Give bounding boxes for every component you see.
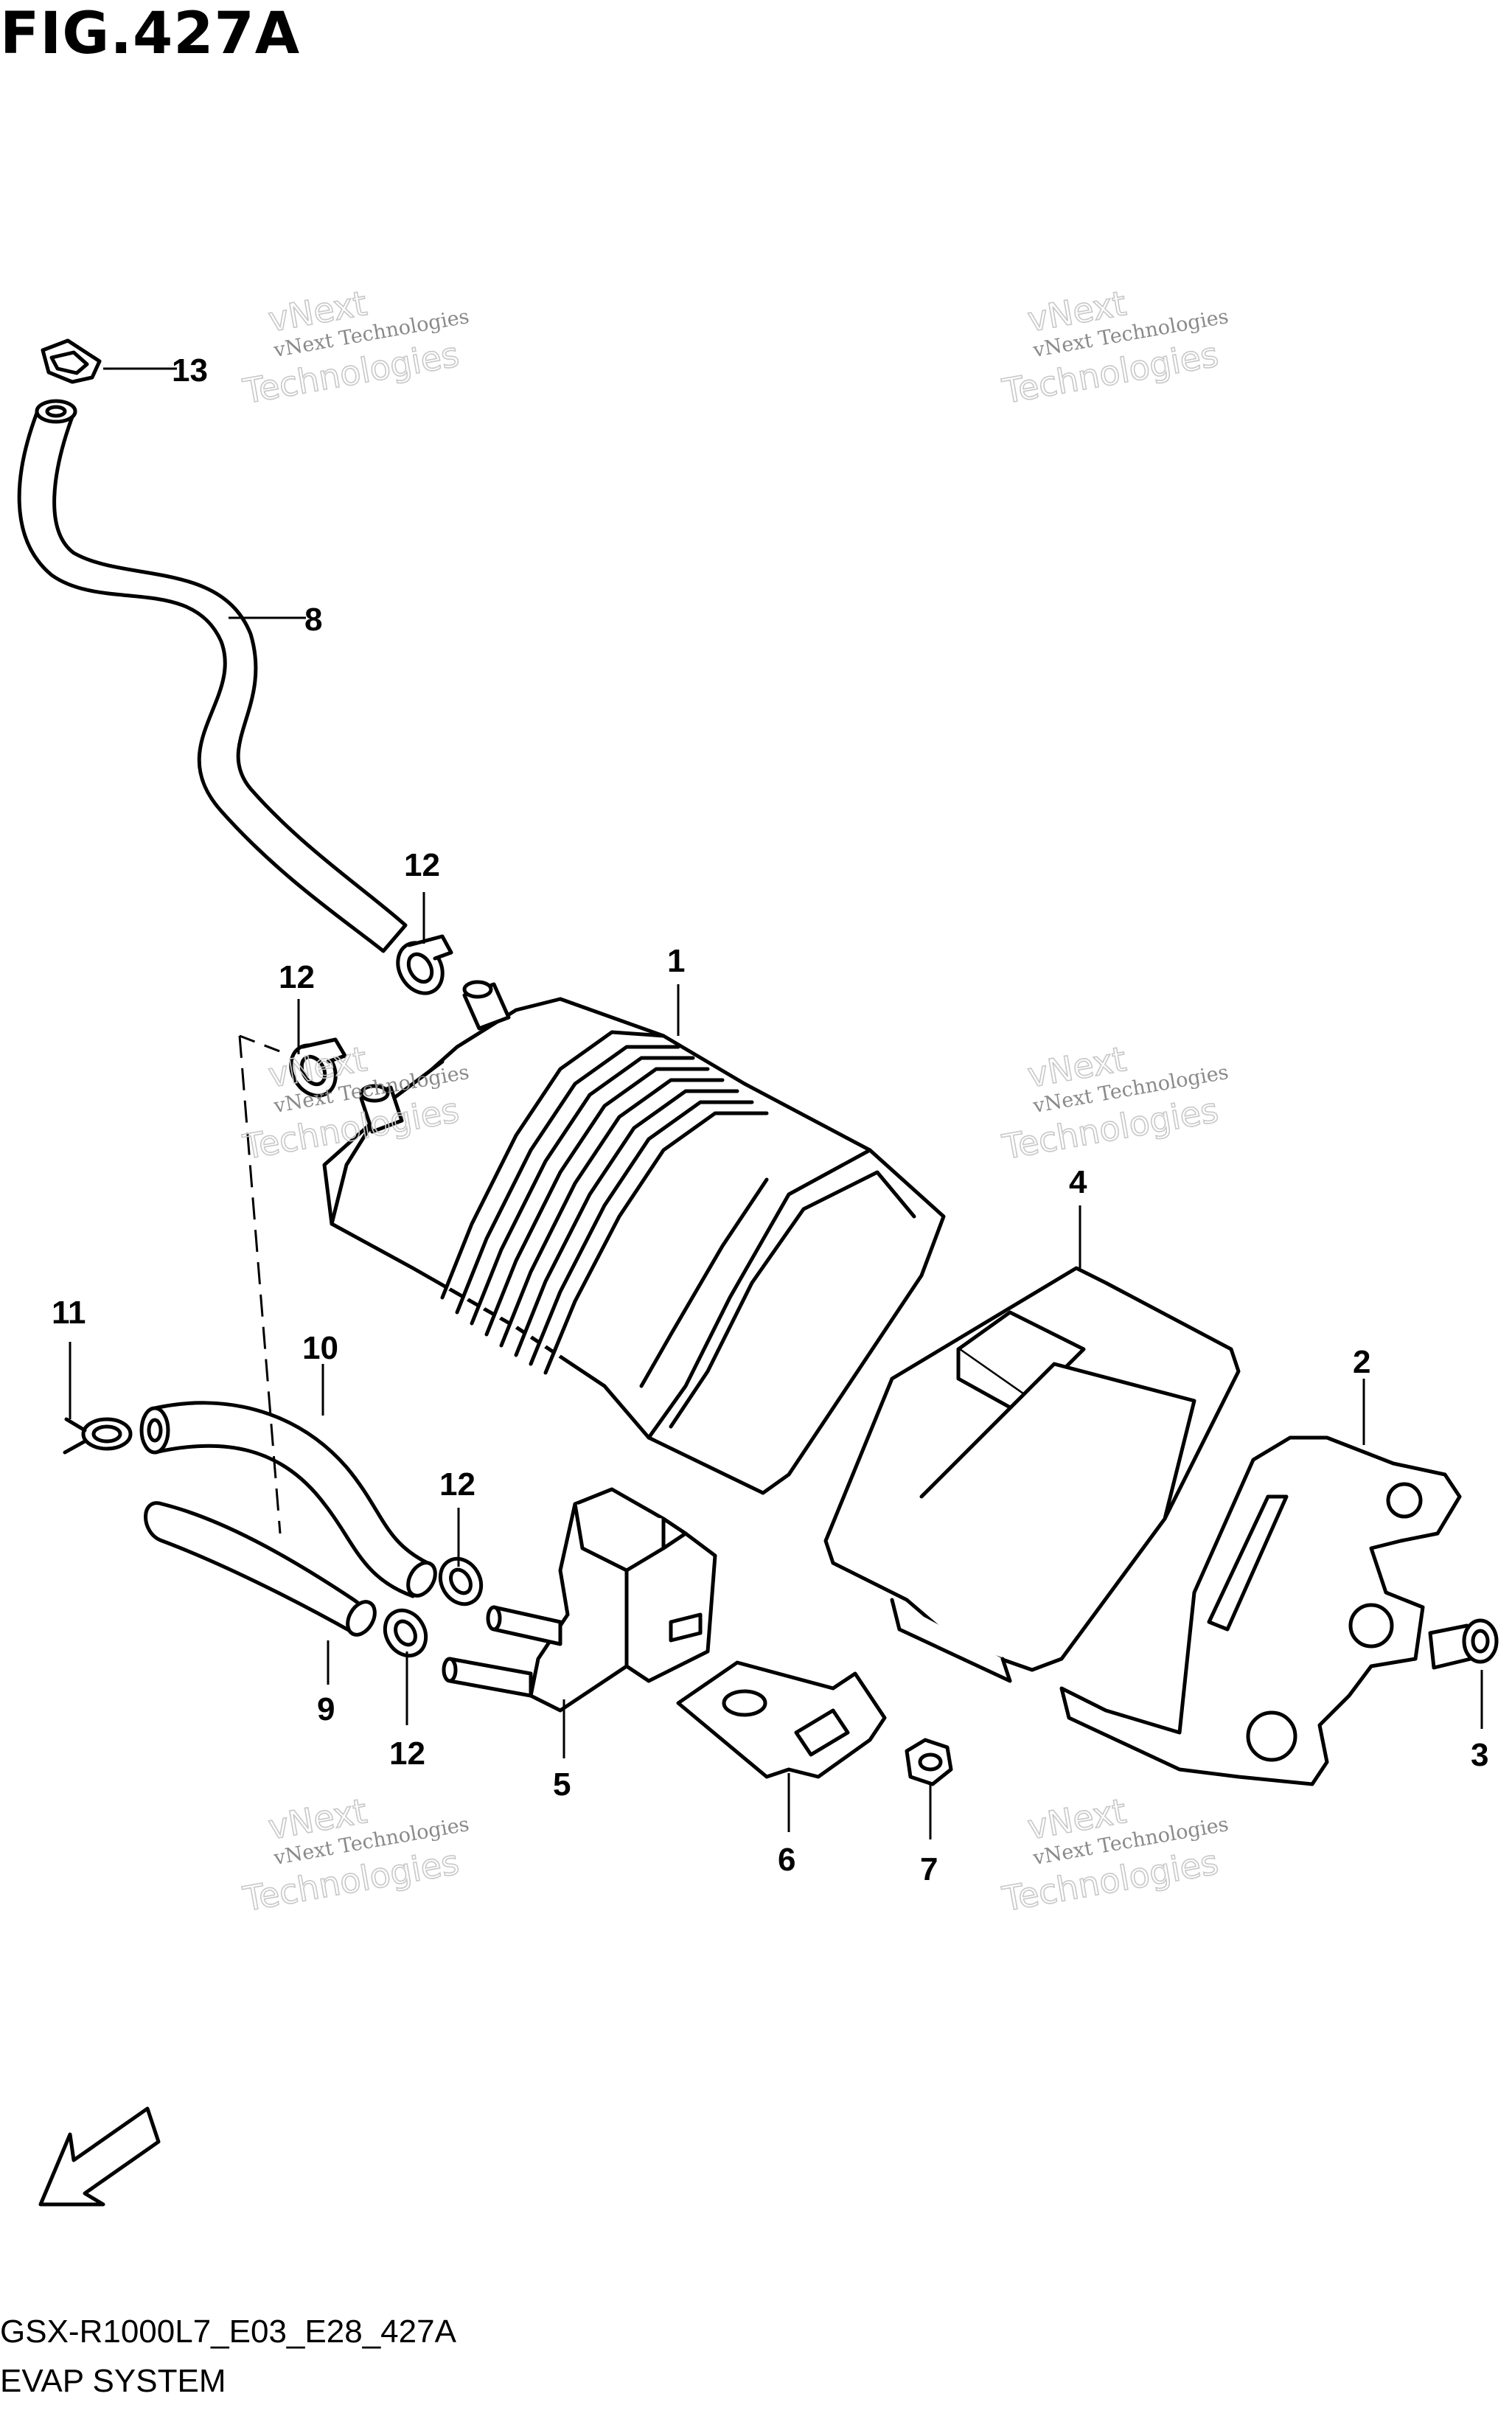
callout-8: 8 [304, 602, 322, 638]
bolt-3 [1428, 1618, 1499, 1670]
callout-10: 10 [302, 1330, 338, 1366]
bracket-6 [676, 1660, 887, 1779]
canister-1 [322, 980, 946, 1495]
callout-12-left: 12 [279, 959, 315, 995]
cover-4 [823, 1266, 1241, 1683]
clamp-12-lower [383, 1608, 428, 1658]
callout-4: 4 [1069, 1164, 1087, 1200]
callout-11: 11 [52, 1295, 86, 1331]
figure-title: FIG.427A [0, 1, 301, 67]
hose-9 [144, 1501, 377, 1637]
clamp-12-upper [396, 934, 453, 995]
clamp-12-left [289, 1037, 347, 1098]
callout-12-upper: 12 [404, 847, 440, 883]
hose-10 [139, 1401, 437, 1598]
clamp-12-mid [438, 1556, 484, 1606]
clamp-13 [41, 338, 102, 384]
callout-12-mid: 12 [439, 1466, 475, 1503]
callout-12-lower: 12 [389, 1736, 425, 1772]
figure-code: GSX-R1000L7_E03_E28_427A [0, 2314, 456, 2350]
nut-7 [905, 1738, 953, 1786]
hose-8 [17, 399, 408, 953]
clip-11 [63, 1417, 133, 1455]
figure-name: EVAP SYSTEM [0, 2363, 226, 2399]
callout-13: 13 [172, 352, 208, 389]
callout-1: 1 [667, 943, 685, 979]
bracket-2 [1059, 1435, 1462, 1786]
callout-3: 3 [1471, 1737, 1488, 1773]
valve-5 [442, 1487, 717, 1713]
callout-5: 5 [553, 1766, 571, 1803]
callout-9: 9 [317, 1691, 335, 1727]
callout-6: 6 [778, 1842, 795, 1878]
callout-7: 7 [920, 1851, 938, 1887]
fwd-arrow [38, 2106, 161, 2207]
callout-2: 2 [1353, 1344, 1370, 1380]
